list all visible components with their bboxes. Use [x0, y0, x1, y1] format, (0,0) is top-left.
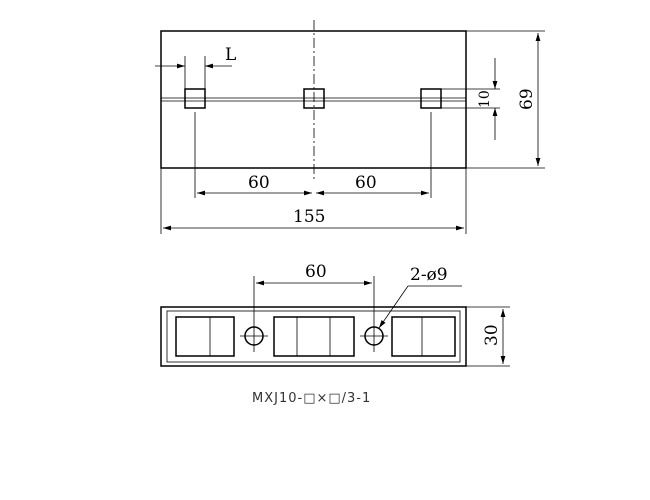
terminal-square-right: [420, 88, 442, 109]
dim-label-hole-pitch: 60: [305, 262, 327, 282]
dim-label-slot: 10: [477, 90, 493, 108]
terminal-block-left: [175, 316, 235, 357]
model-caption: MXJ10-□×□/3-1: [252, 391, 371, 406]
dim-label-width: 30: [482, 324, 502, 346]
terminal-block-right: [391, 316, 456, 357]
dim-label-pitch-right: 60: [355, 173, 377, 193]
bottom-view-body: [160, 306, 467, 367]
dim-label-L: L: [225, 45, 236, 65]
top-view: L 60 60 155 69 10: [155, 20, 545, 234]
dim-label-height: 69: [517, 88, 537, 110]
dim-label-pitch-left: 60: [248, 173, 270, 193]
terminal-square-left: [184, 88, 206, 109]
top-view-body: [160, 30, 467, 169]
bottom-view: 60 2-ø9 30: [160, 262, 510, 367]
dim-label-hole-callout: 2-ø9: [410, 265, 448, 285]
terminal-block-middle: [273, 316, 355, 357]
dim-label-length: 155: [293, 207, 325, 227]
